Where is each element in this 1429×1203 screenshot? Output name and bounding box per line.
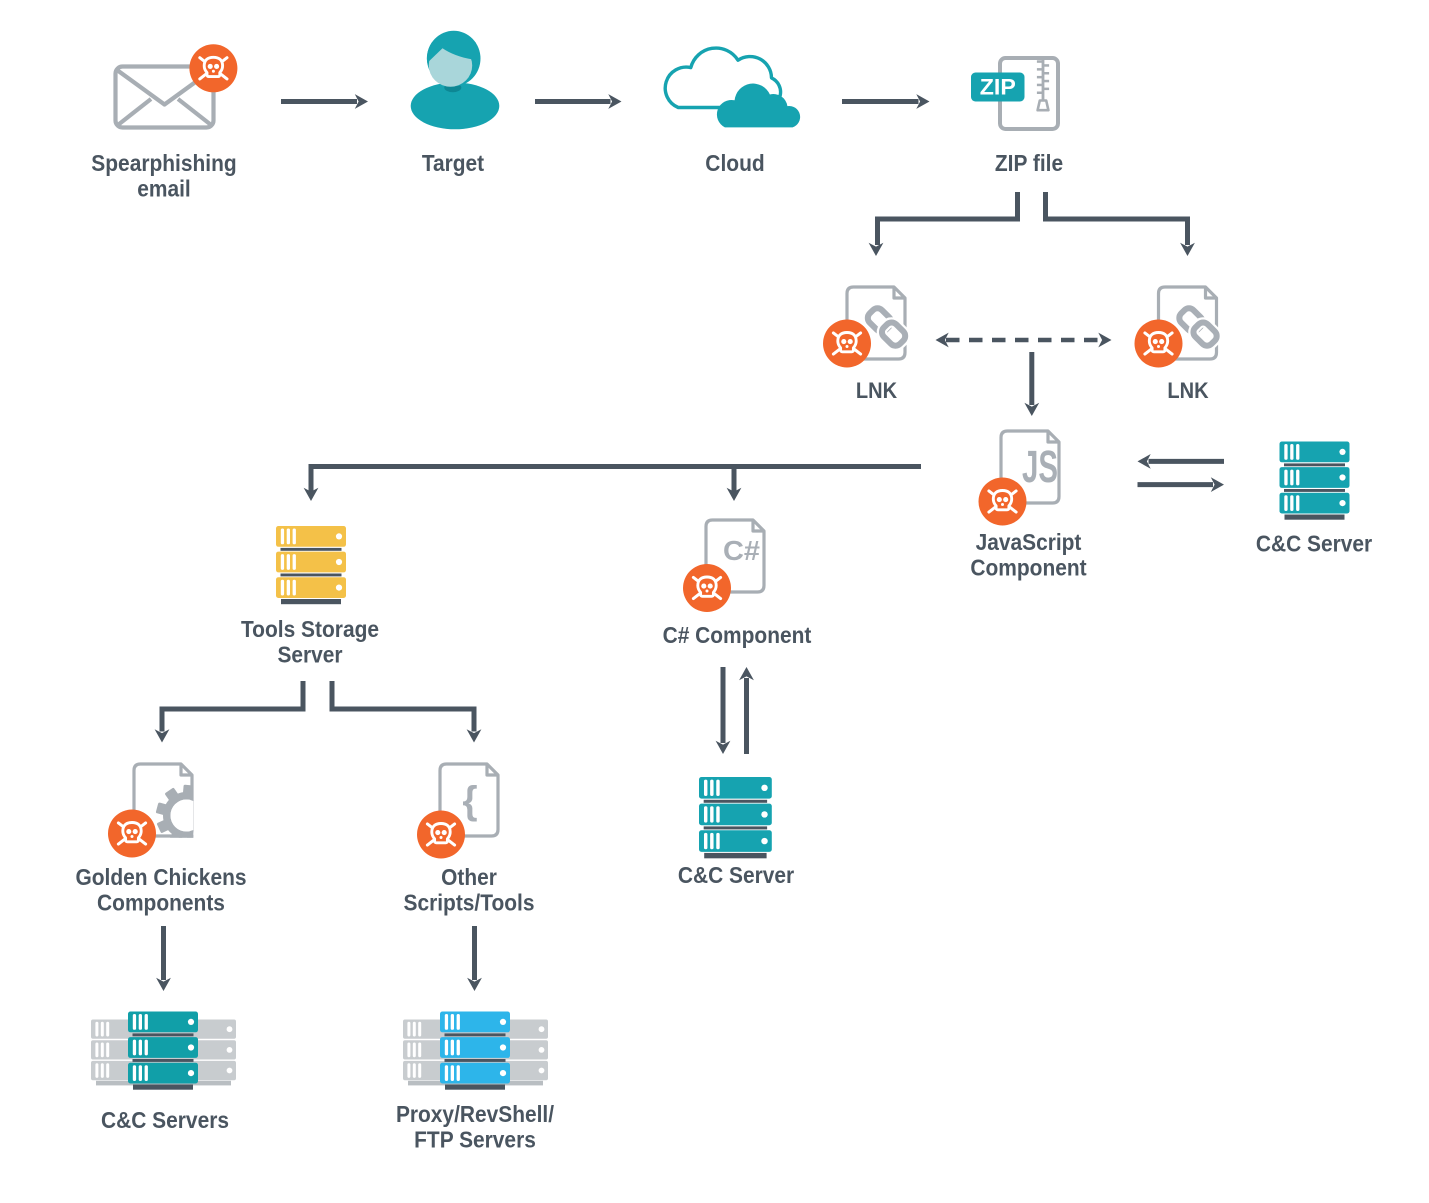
svg-text:FTP Servers: FTP Servers — [414, 1127, 536, 1153]
svg-text:Scripts/Tools: Scripts/Tools — [404, 890, 535, 916]
svg-text:C&C Servers: C&C Servers — [101, 1107, 229, 1133]
svg-text:Tools Storage: Tools Storage — [241, 616, 379, 642]
svg-text:Cloud: Cloud — [705, 150, 764, 176]
svg-text:Server: Server — [277, 642, 342, 668]
svg-text:Other: Other — [441, 864, 497, 890]
svg-text:Spearphishing: Spearphishing — [91, 150, 236, 176]
svg-text:JavaScript: JavaScript — [976, 529, 1082, 555]
svg-text:C&C Server: C&C Server — [678, 862, 794, 888]
svg-text:{: { — [462, 780, 477, 823]
svg-text:Components: Components — [97, 890, 225, 916]
svg-text:ZIP file: ZIP file — [995, 150, 1063, 176]
svg-text:JS: JS — [1022, 441, 1058, 492]
svg-text:LNK: LNK — [856, 378, 897, 403]
svg-text:Component: Component — [970, 555, 1087, 581]
svg-text:email: email — [137, 176, 191, 202]
svg-text:C#: C# — [723, 535, 760, 566]
svg-text:C&C Server: C&C Server — [1256, 531, 1372, 557]
svg-text:Target: Target — [422, 150, 485, 176]
svg-text:Golden Chickens: Golden Chickens — [75, 864, 246, 890]
svg-text:ZIP: ZIP — [980, 75, 1016, 100]
svg-text:C# Component: C# Component — [663, 622, 812, 648]
svg-text:LNK: LNK — [1167, 378, 1208, 403]
svg-text:Proxy/RevShell/: Proxy/RevShell/ — [396, 1101, 555, 1127]
